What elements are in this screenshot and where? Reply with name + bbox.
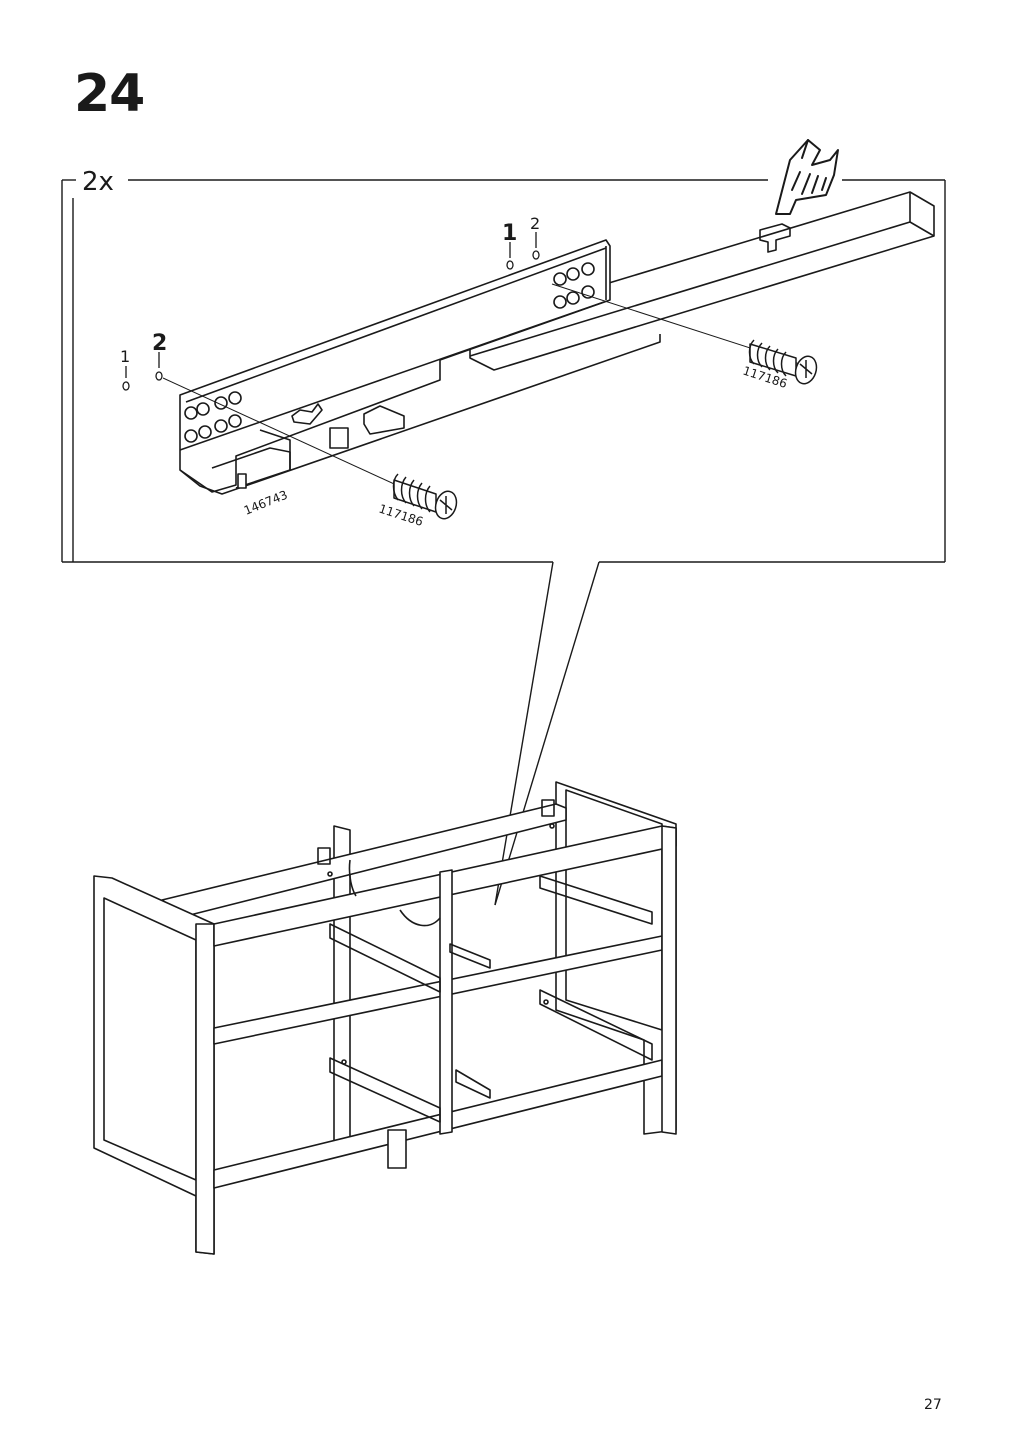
left-hole-cluster	[184, 391, 242, 443]
drawer-runner	[179, 239, 661, 495]
rail-part-number: 146743	[242, 488, 290, 518]
quantity-label: 2x	[82, 167, 114, 197]
left-order-primary: 2	[152, 331, 167, 356]
right-order-primary: 1	[502, 221, 517, 246]
pointing-hand-icon	[775, 139, 839, 215]
cabinet-rail	[469, 191, 935, 371]
detail-frame	[61, 179, 946, 906]
screw-left	[392, 473, 458, 520]
cabinet-frame	[93, 781, 677, 1255]
left-order-secondary: 1	[120, 347, 130, 366]
page-number: 27	[924, 1397, 942, 1413]
right-order-secondary: 2	[530, 214, 540, 233]
screw-right	[748, 339, 818, 385]
step-number: 24	[74, 64, 145, 124]
